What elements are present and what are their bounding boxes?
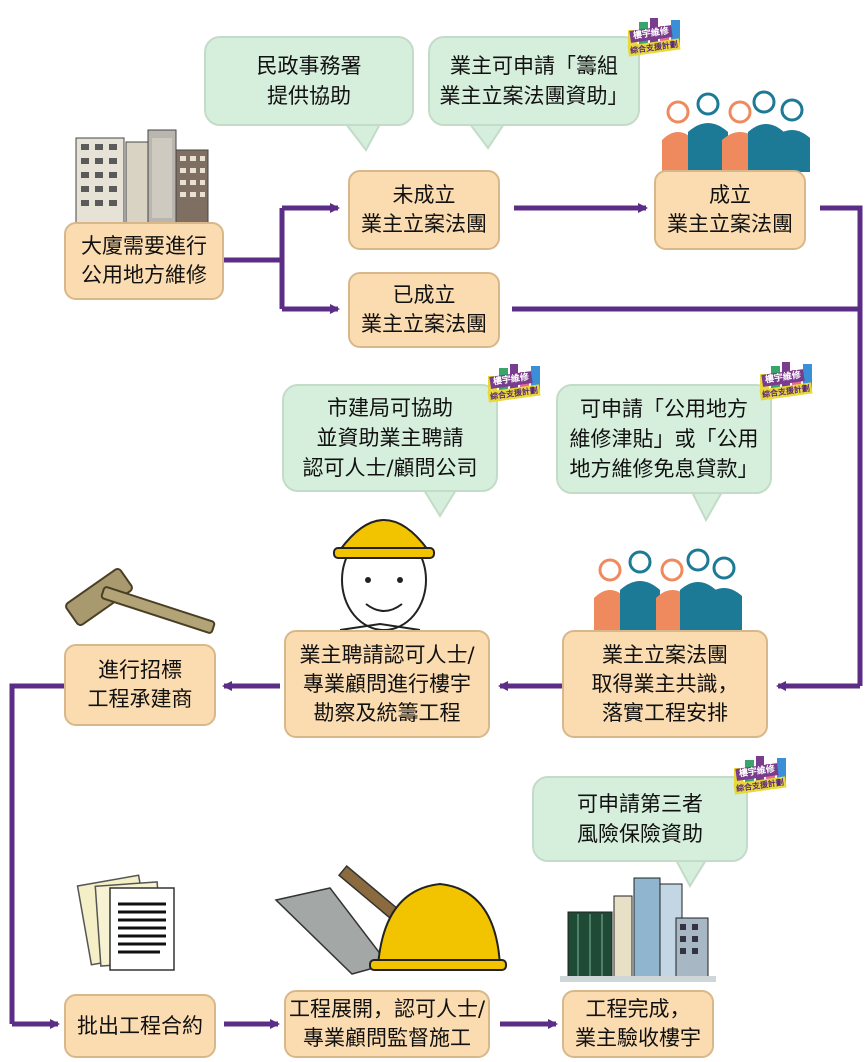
box-tender: 進行招標 工程承建商 <box>64 644 216 726</box>
box-start: 大廈需要進行 公用地方維修 <box>64 222 224 300</box>
tools-helmet-illustration <box>274 864 507 975</box>
box-contract: 批出工程合約 <box>64 994 216 1058</box>
bubble-tail-home-affairs <box>343 123 382 152</box>
bubble-ura-assist: 市建局可協助 並資助業主聘請 認可人士/顧問公司 <box>282 384 498 492</box>
bubble-insurance: 可申請第三者 風險保險資助 <box>532 776 748 862</box>
scheme-badge-icon: 樓宇維修 綜合支援計劃 <box>484 360 544 406</box>
box-consensus: 業主立案法團 取得業主共識， 落實工程安排 <box>562 630 768 738</box>
box-not-formed: 未成立 業主立案法團 <box>348 170 500 250</box>
box-formed: 成立 業主立案法團 <box>654 170 806 250</box>
box-complete: 工程完成， 業主驗收樓宇 <box>562 990 714 1058</box>
owners-group-illustration <box>662 90 810 172</box>
bubble-tail-insurance <box>674 859 708 889</box>
scheme-badge-icon: 樓宇維修 綜合支援計劃 <box>730 752 790 798</box>
box-hire-consultant: 業主聘請認可人士/ 專業顧問進行樓宇 勘察及統籌工程 <box>284 630 490 738</box>
buildings-illustration <box>75 129 209 225</box>
consultant-illustration <box>333 519 435 631</box>
scheme-badge-icon: 樓宇維修 綜合支援計劃 <box>756 358 816 404</box>
scheme-badge-icon: 樓宇維修 綜合支援計劃 <box>624 14 684 60</box>
box-already-formed: 已成立 業主立案法團 <box>348 272 500 348</box>
owners-consensus-illustration <box>594 548 742 630</box>
bubble-tail-ura <box>422 489 458 518</box>
box-works-start: 工程展開，認可人士/ 專業顧問監督施工 <box>284 990 490 1058</box>
contract-documents-illustration <box>76 874 175 971</box>
bubble-maintenance-subsidy: 可申請「公用地方 維修津貼」或「公用 地方維修免息貸款」 <box>556 384 772 494</box>
connector-tender-left <box>9 683 64 1024</box>
bubble-tail-maintenance <box>690 491 724 523</box>
connector-formed-right <box>820 205 863 686</box>
bubble-home-affairs: 民政事務署 提供協助 <box>204 36 414 126</box>
completed-buildings-illustration <box>560 877 716 982</box>
bubble-oc-subsidy: 業主可申請「籌組 業主立案法團資助」 <box>428 36 640 126</box>
gavel-illustration <box>65 567 216 634</box>
bubble-tail-oc-subsidy <box>468 123 506 150</box>
